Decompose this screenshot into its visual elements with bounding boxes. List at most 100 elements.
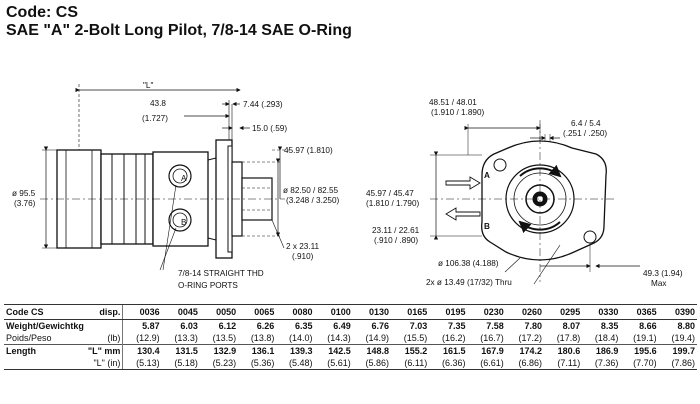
length-in-cell: (6.61) [467,357,506,370]
length-in-cell: (5.61) [314,357,353,370]
front-port-a: A [484,171,490,180]
dim-3-248: (3.248 / 3.250) [286,196,340,205]
length-mm-cell: 167.9 [467,344,506,357]
weight-kg-cell: 7.80 [505,319,544,332]
column-header: 0050 [199,304,239,320]
column-header: 0045 [161,304,200,320]
dim-95-5: ø 95.5 [12,189,36,198]
port-note-2: O-RING PORTS [178,281,238,290]
dim-max: Max [651,279,666,288]
weight-label: Weight/Gewichtkg [4,319,86,332]
column-header: 0390 [658,304,697,320]
side-port-b: B [181,218,187,227]
length-in-cell: (5.86) [352,357,392,370]
dim-82-50: ø 82.50 / 82.55 [283,186,339,195]
technical-drawing: "L" 43.8 (1.727) 7.44 (.293) 15.0 (.59) … [12,81,683,290]
weight-kg-cell: 6.76 [352,319,392,332]
page-subtitle: SAE "A" 2-Bolt Long Pilot, 7/8-14 SAE O-… [6,22,352,39]
column-header: 0330 [582,304,621,320]
table-row: "L" (in)(5.13)(5.18)(5.23)(5.36)(5.48)(5… [4,357,697,370]
column-header: 0036 [122,304,162,320]
weight-lb-cell: (16.7) [480,333,504,343]
length-in-cell: (5.13) [122,357,162,370]
length-mm-cell: 174.2 [505,344,544,357]
length-in-cell: (5.23) [199,357,239,370]
column-header: 0230 [467,304,506,320]
spacer-cell [85,319,123,332]
length-in-cell: (6.86) [505,357,544,370]
dim-49-3: 49.3 (1.94) [643,269,683,278]
dim-45-97: 45.97 (1.810) [284,146,333,155]
length-in-cell: (5.18) [161,357,200,370]
dim-23-11: 23.11 / 22.61 [372,226,420,235]
length-label: Length [4,344,86,357]
column-header: 0130 [352,304,392,320]
dim-1-910: (1.910 / 1.890) [431,108,485,117]
length-mm-cell: 139.3 [276,344,315,357]
weight-kg-cell: 5.87 [122,319,162,332]
dim-2x23: 2 x 23.11 [286,242,320,251]
weight-kg-cell: 8.66 [620,319,659,332]
weight-kg-cell: 8.80 [658,319,697,332]
weight-lb-cell: (15.5) [403,333,428,343]
column-header: 0080 [276,304,315,320]
length-mm-cell: 142.5 [314,344,353,357]
weight-kg-cell: 8.35 [582,319,621,332]
weight-kg-cell: 6.12 [199,319,239,332]
length-in-cell: (7.36) [582,357,621,370]
length-mm-cell: 161.5 [429,344,468,357]
length-in-cell: (6.36) [429,357,468,370]
dim-L: "L" [143,81,153,90]
weight-lb-cell: (19.4) [671,333,695,343]
length-mm-cell: 195.6 [620,344,659,357]
length-in-cell: (7.11) [543,357,583,370]
weight-kg-cell: 6.26 [238,319,277,332]
column-header: 0295 [543,304,583,320]
side-view [40,84,290,271]
dim-1-810: (1.810 / 1.790) [366,199,420,208]
dim-910-890: (.910 / .890) [374,236,418,245]
weight-lb-cell: (14.0) [289,333,313,343]
dim-106: ø 106.38 (4.188) [438,259,499,268]
weight-lb-cell: (13.5) [212,333,237,343]
dim-251: (.251 / .250) [563,129,607,138]
dim-thru: 2x ø 13.49 (17/32) Thru [426,278,512,287]
column-header: 0195 [429,304,468,320]
weight-kg-cell: 6.03 [161,319,200,332]
length-in-cell: (5.36) [238,357,277,370]
weight-lb-cell: (13.8) [250,333,275,343]
weight-sub-label: Poids/Peso [6,333,52,343]
length-mm-cell: 186.9 [582,344,621,357]
dim-45-97-47: 45.97 / 45.47 [366,189,414,198]
weight-lb-cell: (13.3) [174,333,198,343]
length-in-unit: "L" (in) [85,357,123,370]
column-header: 0065 [238,304,277,320]
weight-lb-cell: (17.8) [556,333,581,343]
length-in-cell: (7.70) [620,357,659,370]
table-row: Poids/Peso(lb)(12.9)(13.3)(13.5)(13.8)(1… [4,332,697,345]
spacer-cell [4,357,86,370]
length-mm-cell: 199.7 [658,344,697,357]
weight-kg-cell: 7.35 [429,319,468,332]
front-view [430,120,640,285]
length-mm-cell: 180.6 [543,344,583,357]
front-port-b: B [484,222,490,231]
column-header: 0165 [391,304,430,320]
weight-lb-cell: (18.4) [594,333,619,343]
dim-15-0: 15.0 (.59) [252,124,287,133]
weight-kg-cell: 8.07 [543,319,583,332]
length-in-cell: (7.86) [658,357,697,370]
disp-label: disp. [85,304,123,320]
length-mm-cell: 131.5 [161,344,200,357]
length-in-cell: (6.11) [391,357,430,370]
dim-7-44: 7.44 (.293) [243,100,283,109]
weight-lb-cell: (14.3) [327,333,351,343]
weight-lb-cell: (14.9) [365,333,390,343]
length-mm-cell: 136.1 [238,344,277,357]
side-port-a: A [181,174,187,183]
column-header: 0260 [505,304,544,320]
length-mm-unit: "L" mm [85,344,123,357]
length-mm-cell: 132.9 [199,344,239,357]
